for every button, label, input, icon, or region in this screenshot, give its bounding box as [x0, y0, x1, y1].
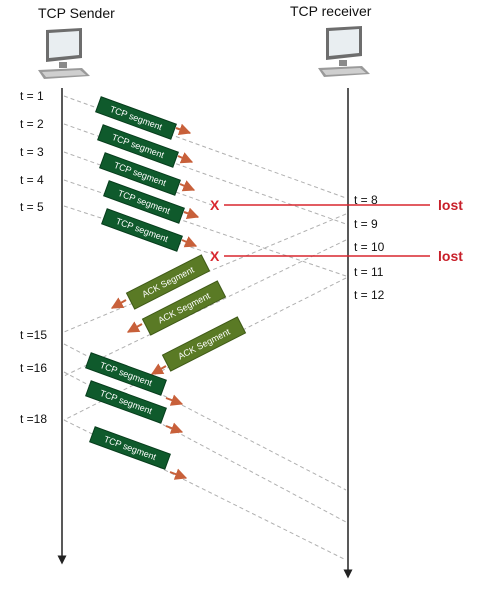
sender-time-label: t = 1	[20, 89, 44, 103]
receiver-time-label: t = 10	[354, 240, 385, 254]
receiver-time-label: t = 8	[354, 193, 378, 207]
lost-label-1: lost	[438, 197, 463, 213]
ack-segment-box: ACK Segment	[161, 316, 247, 372]
tcp-segment-box: TCP segment	[89, 426, 171, 470]
sender-computer-icon	[38, 28, 90, 79]
sender-title: TCP Sender	[38, 5, 115, 21]
loss-marker-1: X	[210, 197, 220, 213]
receiver-time-label: t = 11	[354, 265, 384, 279]
sender-time-label: t =16	[20, 361, 47, 375]
sender-time-label: t = 4	[20, 173, 44, 187]
receiver-title: TCP receiver	[290, 3, 372, 19]
sender-time-labels: t = 1 t = 2 t = 3 t = 4 t = 5 t =15 t =1…	[20, 89, 47, 426]
receiver-time-label: t = 9	[354, 217, 378, 231]
receiver-computer-icon	[318, 26, 370, 77]
receiver-time-labels: t = 8 t = 9 t = 10 t = 11 t = 12	[354, 193, 385, 302]
receiver-time-label: t = 12	[354, 288, 385, 302]
loss-marker-2: X	[210, 248, 220, 264]
sender-time-label: t = 2	[20, 117, 44, 131]
sender-time-label: t = 3	[20, 145, 44, 159]
sender-time-label: t =18	[20, 412, 47, 426]
sender-time-label: t = 5	[20, 200, 44, 214]
direction-arrows	[110, 123, 200, 480]
sender-time-label: t =15	[20, 328, 47, 342]
lost-label-2: lost	[438, 248, 463, 264]
